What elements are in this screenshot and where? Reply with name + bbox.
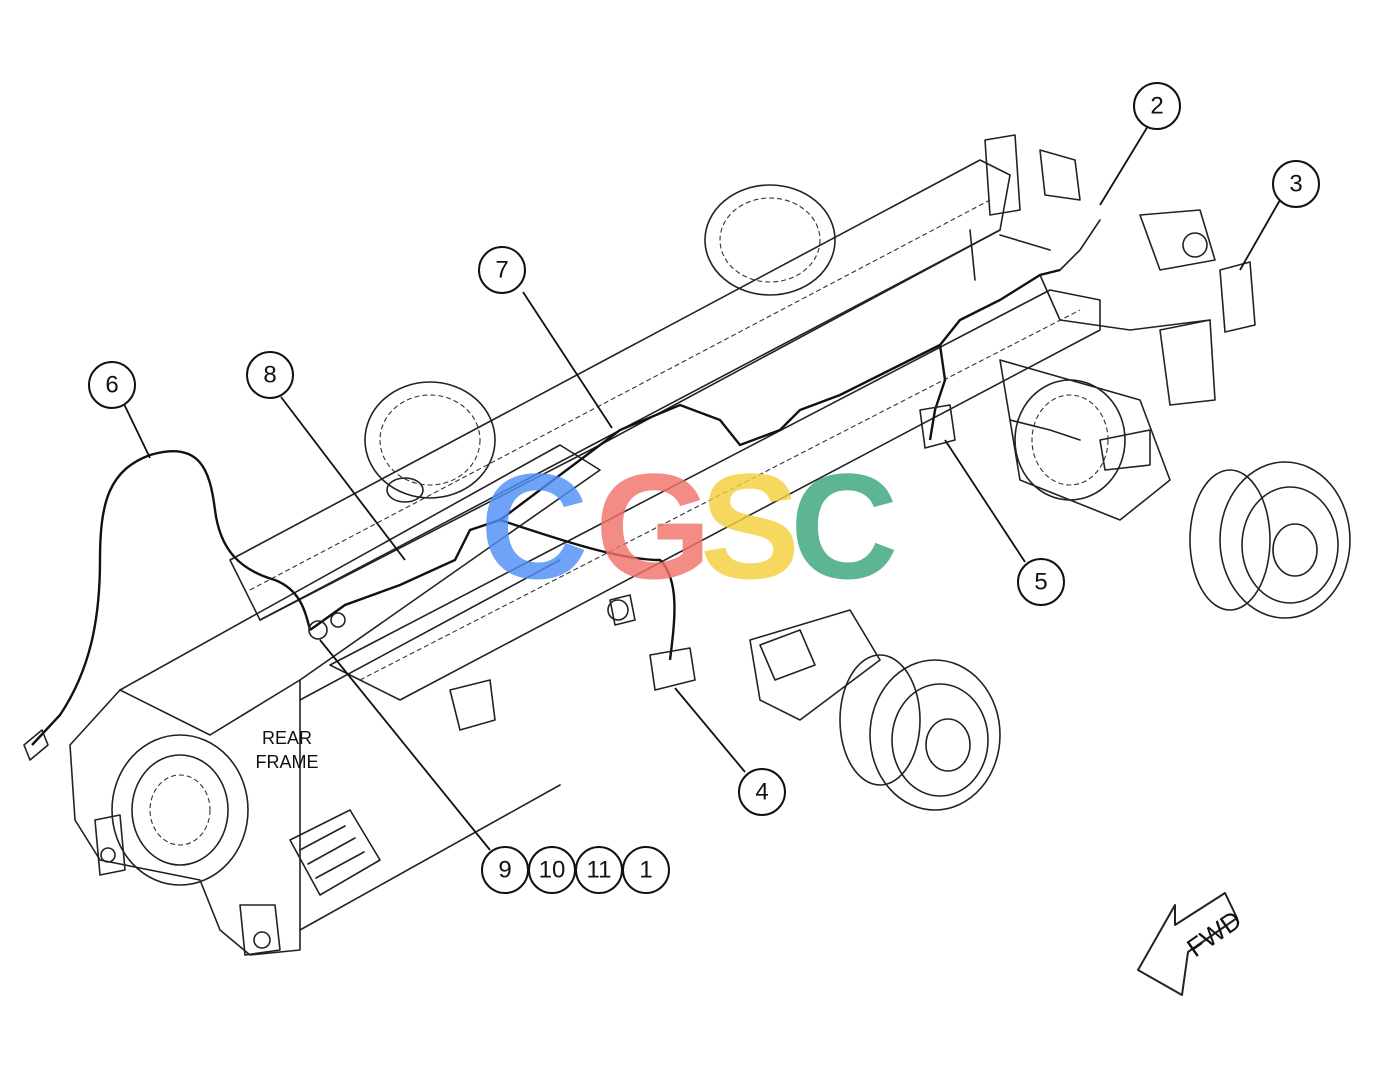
svg-text:1: 1: [639, 857, 652, 884]
line-8: [309, 518, 501, 631]
rear-frame-label-line2: FRAME: [256, 752, 319, 772]
svg-text:10: 10: [539, 857, 566, 884]
callout-6: 6: [88, 361, 136, 409]
callout-2: 2: [1133, 82, 1181, 130]
callout-9: 9: [481, 846, 529, 894]
callout-3: 3: [1272, 160, 1320, 208]
rear-axle: [749, 609, 1001, 811]
callout-11: 11: [575, 846, 623, 894]
rear-frame: [69, 444, 601, 956]
rear-frame-label-line1: REAR: [262, 728, 312, 748]
watermark-letter-3: S: [700, 442, 800, 610]
watermark: C G S C: [480, 442, 898, 610]
callout-7: 7: [478, 246, 526, 294]
watermark-letter-4: C: [790, 442, 898, 610]
callouts: 2 3 7 8 6 5 4 9: [88, 82, 1320, 894]
callout-4: 4: [738, 768, 786, 816]
leader-lines: [123, 125, 1281, 851]
callout-10: 10: [528, 846, 576, 894]
svg-text:4: 4: [755, 779, 768, 806]
upper-wheels: [364, 184, 836, 503]
svg-text:9: 9: [498, 857, 511, 884]
forward-direction-arrow: FWD: [1137, 892, 1247, 996]
svg-text:2: 2: [1150, 93, 1163, 120]
line-6-loop: [31, 449, 312, 746]
svg-text:7: 7: [495, 257, 508, 284]
svg-text:5: 5: [1034, 569, 1047, 596]
watermark-letter-1: C: [480, 442, 588, 610]
callout-1: 1: [622, 846, 670, 894]
line-7: [499, 268, 1061, 521]
fwd-label: FWD: [1181, 904, 1247, 963]
hydraulic-lines: [23, 219, 1211, 761]
svg-text:8: 8: [263, 362, 276, 389]
svg-text:3: 3: [1289, 171, 1302, 198]
callout-5: 5: [1017, 558, 1065, 606]
callout-8: 8: [246, 351, 294, 399]
front-axle: [999, 359, 1351, 619]
svg-text:6: 6: [105, 372, 118, 399]
svg-text:11: 11: [587, 857, 612, 884]
front-mounts: [984, 134, 1256, 406]
watermark-letter-2: G: [595, 442, 712, 610]
front-frame: [229, 159, 1101, 731]
